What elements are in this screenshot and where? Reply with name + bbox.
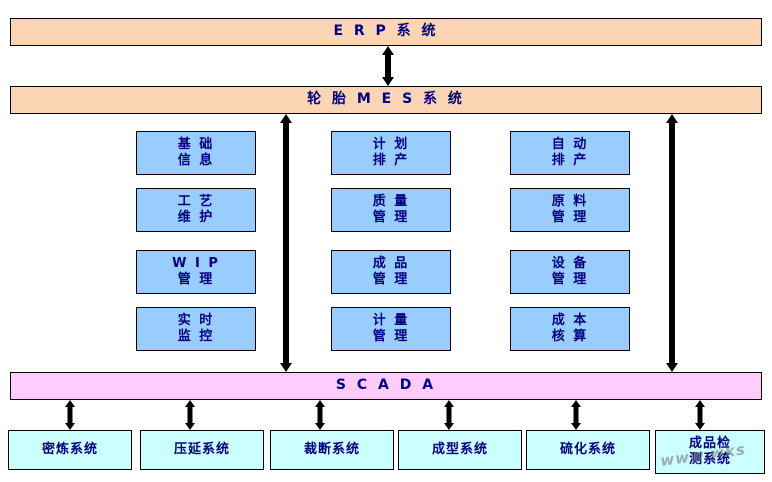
device-box-finished-inspection[interactable]: 成品检 测系统 [655,430,765,474]
module-line-1: 成 品 [372,255,410,271]
arrow-shaft [669,121,675,365]
arrow-head-up [315,400,325,407]
module-finished-goods-management[interactable]: 成 品 管 理 [331,250,451,294]
arrow-head-down [571,423,581,430]
device-label: 密炼系统 [41,441,98,457]
module-line-2: 信 息 [177,153,215,168]
mes-system-label: 轮 胎 M E S 系 统 [307,91,465,108]
module-line-2: 监 控 [177,329,215,344]
arrow-head-down [444,423,454,430]
module-line-2: 核 算 [551,329,589,344]
module-line-1: 工 艺 [177,193,215,209]
module-realtime-monitoring[interactable]: 实 时 监 控 [136,307,256,351]
module-auto-scheduling[interactable]: 自 动 排 产 [510,131,630,175]
module-line-1: 基 础 [177,136,215,152]
module-line-1: 计 量 [372,312,410,328]
erp-system-bar: E R P 系 统 [10,18,762,46]
module-line-2: 维 护 [177,210,215,225]
module-process-maintenance[interactable]: 工 艺 维 护 [136,188,256,232]
arrow-shaft [187,406,193,424]
device-box-vulcanization[interactable]: 硫化系统 [526,430,650,470]
arrow-head-down [666,363,678,372]
module-raw-material-management[interactable]: 原 料 管 理 [510,188,630,232]
module-line-2: 管 理 [372,210,410,225]
module-line-2: 排 产 [372,153,410,168]
module-metering-management[interactable]: 计 量 管 理 [331,307,451,351]
device-label: 压延系统 [173,441,230,457]
arrow-head-up [382,46,394,55]
scada-bar: S C A D A [10,372,762,400]
arrow-head-up [666,114,678,123]
module-quality-management[interactable]: 质 量 管 理 [331,188,451,232]
scada-label: S C A D A [335,377,437,394]
module-line-1: 原 料 [551,193,589,209]
mes-system-bar: 轮 胎 M E S 系 统 [10,86,762,114]
arrow-shaft [573,406,579,424]
arrow-head-up [65,400,75,407]
arrow-head-down [315,423,325,430]
arrow-shaft [283,121,289,365]
device-label: 裁断系统 [303,441,360,457]
arrow-head-up [444,400,454,407]
module-line-1: W I P [172,255,220,271]
device-box-forming[interactable]: 成型系统 [398,430,522,470]
arrow-head-up [280,114,292,123]
module-line-2: 排 产 [551,153,589,168]
module-line-2: 管 理 [372,272,410,287]
arrow-head-up [571,400,581,407]
module-line-2: 管 理 [177,272,215,287]
arrow-head-up [695,400,705,407]
module-production-planning[interactable]: 计 划 排 产 [331,131,451,175]
arrow-head-down [382,77,394,86]
erp-system-label: E R P 系 统 [333,23,439,40]
module-line-1: 设 备 [551,255,589,271]
device-label-line-2: 测系统 [688,452,731,467]
arrow-shaft [385,53,391,79]
device-box-cutting[interactable]: 裁断系统 [270,430,394,470]
device-label: 硫化系统 [559,441,616,457]
module-line-1: 计 划 [372,136,410,152]
module-line-1: 自 动 [551,136,589,152]
arrow-head-down [695,423,705,430]
module-wip-management[interactable]: W I P 管 理 [136,250,256,294]
arrow-shaft [697,406,703,424]
arrow-head-down [185,423,195,430]
module-line-2: 管 理 [551,210,589,225]
arrow-head-down [65,423,75,430]
device-label: 成型系统 [431,441,488,457]
module-equipment-management[interactable]: 设 备 管 理 [510,250,630,294]
arrow-head-down [280,363,292,372]
module-line-1: 成 本 [551,312,589,328]
device-label-line-1: 成品检 [688,435,731,451]
module-line-1: 实 时 [177,312,215,328]
device-box-mixing[interactable]: 密炼系统 [8,430,132,470]
module-basic-info[interactable]: 基 础 信 息 [136,131,256,175]
device-box-calendering[interactable]: 压延系统 [140,430,264,470]
arrow-shaft [67,406,73,424]
arrow-shaft [446,406,452,424]
arrow-shaft [317,406,323,424]
module-line-2: 管 理 [551,272,589,287]
module-line-2: 管 理 [372,329,410,344]
module-line-1: 质 量 [372,193,410,209]
module-cost-accounting[interactable]: 成 本 核 算 [510,307,630,351]
arrow-head-up [185,400,195,407]
